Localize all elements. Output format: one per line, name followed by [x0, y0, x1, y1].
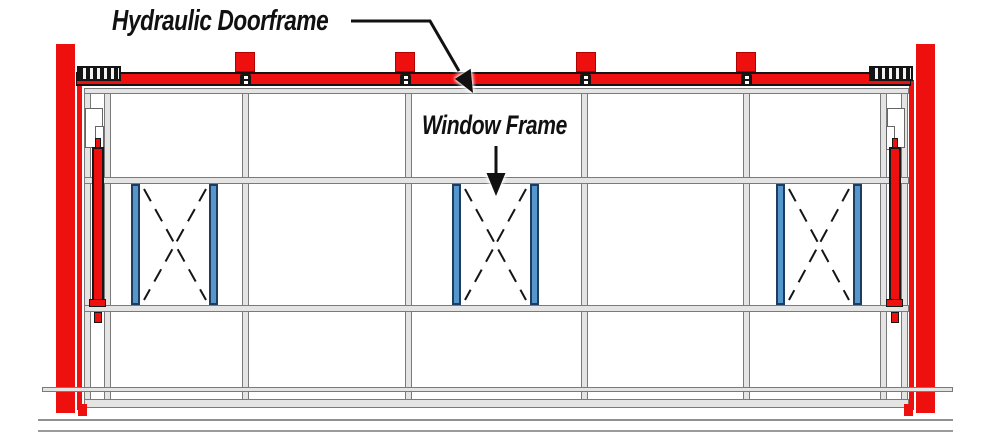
frame-rail-lower [42, 387, 953, 392]
cylinder-foot-right [886, 299, 903, 307]
label-window-frame: Window Frame [422, 110, 567, 140]
cylinder-foot-left [89, 299, 106, 307]
mounting-block-3 [576, 52, 596, 72]
frame-chord-bottom [84, 399, 909, 408]
mounting-block-2 [395, 52, 415, 72]
trolley-bracket-1 [240, 74, 251, 86]
frame-mullion-3 [581, 88, 588, 408]
red-post-left [56, 44, 75, 413]
window-frame-leader-arrow [486, 146, 506, 196]
frame-mullion-2 [405, 88, 412, 408]
hinge-plate-right [869, 66, 913, 81]
red-strip-foot-left [78, 404, 87, 416]
red-post-right [916, 44, 935, 413]
mounting-block-1 [235, 52, 255, 72]
trolley-bracket-3 [580, 74, 591, 86]
frame-mullion-1 [242, 88, 249, 408]
trolley-bracket-2 [400, 74, 411, 86]
hinge-plate-left [77, 66, 121, 81]
window-2-stile-left [452, 184, 461, 305]
window-1-stile-right [209, 184, 218, 305]
ground-line-1 [38, 419, 953, 421]
window-2-stile-right [530, 184, 539, 305]
window-3-stile-left [776, 184, 785, 305]
label-hydraulic-doorframe: Hydraulic Doorframe [112, 5, 329, 37]
ground-line-2 [38, 430, 953, 432]
red-strip-foot-right [904, 404, 913, 416]
window-1-stile-left [131, 184, 140, 305]
cylinder-stub-right [891, 312, 899, 323]
hydraulic-cylinder-left [92, 147, 104, 301]
trolley-bracket-4 [741, 74, 752, 86]
hydraulic-header-beam [76, 72, 911, 86]
frame-rail-top [84, 88, 909, 94]
hydraulic-cylinder-right [889, 147, 901, 301]
mounting-block-4 [736, 52, 756, 72]
red-strip-left [77, 80, 82, 410]
red-strip-right [909, 80, 914, 410]
frame-mullion-4 [743, 88, 750, 408]
frame-rail-sill [84, 305, 909, 312]
frame-rail-head [84, 177, 909, 184]
window-3-stile-right [853, 184, 862, 305]
cylinder-stub-left [94, 312, 102, 323]
frame-jamb-left-inner [104, 88, 111, 408]
